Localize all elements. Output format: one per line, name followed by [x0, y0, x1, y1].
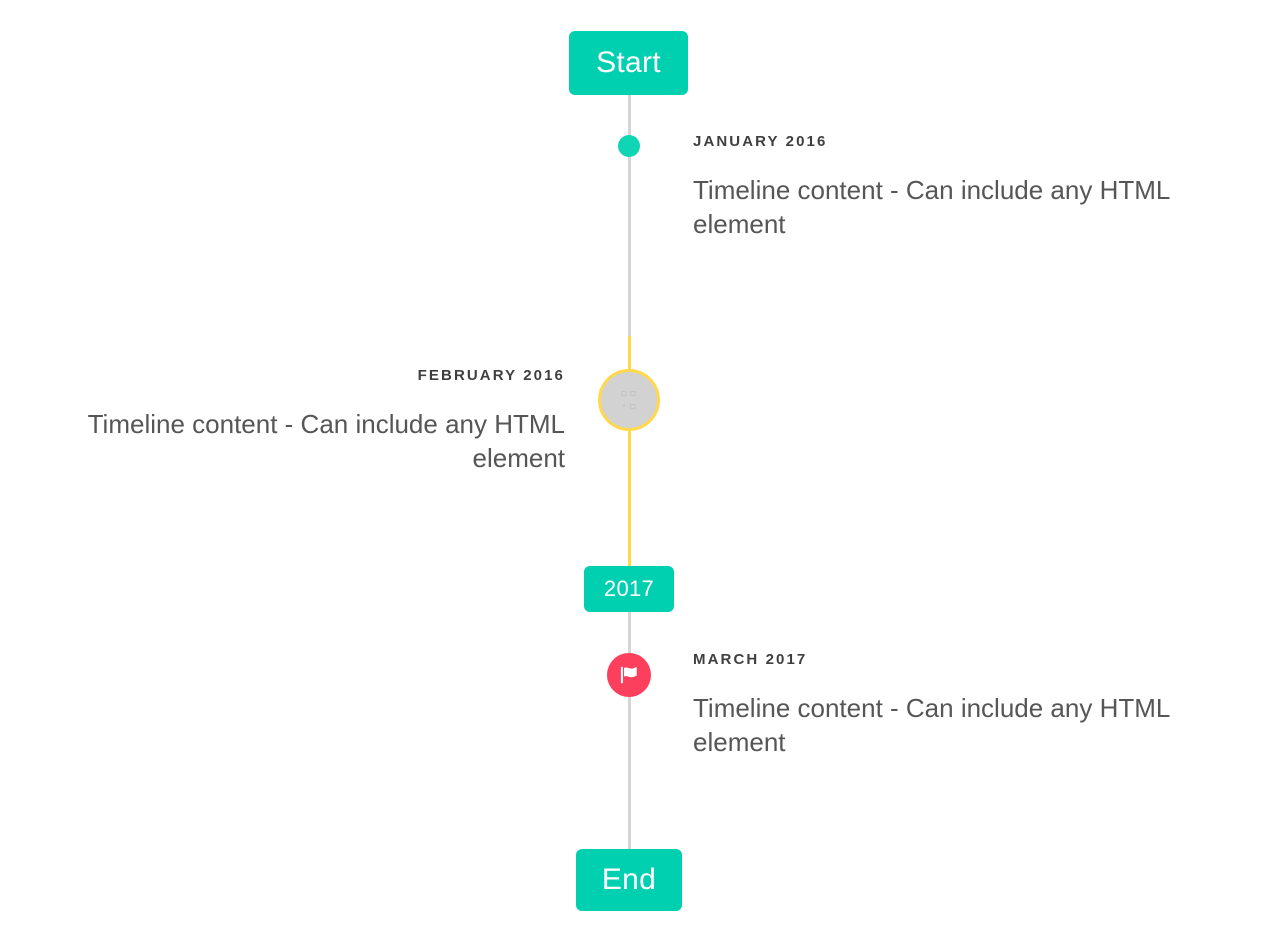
timeline-start-badge[interactable]: Start — [569, 31, 688, 95]
timeline-entry-body: Timeline content - Can include any HTML … — [87, 409, 565, 474]
timeline-axis-segment-top — [628, 95, 631, 336]
missing-glyph-icon: ▫▫ ·▫ — [620, 386, 638, 414]
timeline-marker-march[interactable] — [607, 653, 651, 697]
timeline-entry-february: FEBRUARY 2016 Timeline content - Can inc… — [35, 367, 565, 476]
timeline-end-badge[interactable]: End — [576, 849, 682, 911]
timeline-entry-january: JANUARY 2016 Timeline content - Can incl… — [693, 133, 1223, 242]
timeline-marker-january[interactable] — [618, 135, 640, 157]
timeline-entry-date: JANUARY 2016 — [693, 133, 828, 150]
timeline-marker-february[interactable]: ▫▫ ·▫ — [598, 369, 660, 431]
timeline-entry-march: MARCH 2017 Timeline content - Can includ… — [693, 651, 1223, 760]
flag-icon — [620, 666, 637, 684]
timeline-axis-segment-bottom — [628, 592, 631, 850]
timeline-entry-date: FEBRUARY 2016 — [417, 367, 565, 384]
timeline-entry-date: MARCH 2017 — [693, 651, 808, 668]
timeline-entry-body: Timeline content - Can include any HTML … — [693, 693, 1170, 758]
timeline-axis-segment-highlight — [628, 336, 631, 592]
timeline-entry-body: Timeline content - Can include any HTML … — [693, 175, 1170, 240]
timeline-year-badge[interactable]: 2017 — [584, 566, 674, 612]
